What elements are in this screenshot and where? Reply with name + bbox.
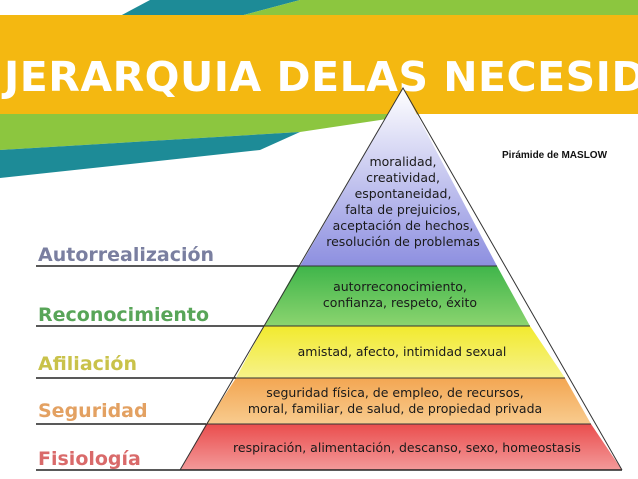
level-label-seguridad: Seguridad: [38, 400, 148, 422]
tier-line: resolución de problemas: [326, 234, 480, 249]
tier-fisiologia: [180, 424, 622, 470]
tier-line: autorreconocimiento,: [333, 279, 467, 294]
green-stripe-top: [240, 0, 638, 16]
pyramid-subtitle: Pirámide de MASLOW: [502, 150, 608, 161]
tier-text-fisiologia: respiración, alimentación, descanso, sex…: [202, 440, 612, 456]
tier-line: confianza, respeto, éxito: [322, 295, 478, 310]
page-title: JERARQUIA DELAS NECESIDADES: [4, 53, 638, 101]
teal-stripe-bottom: [0, 132, 300, 178]
tier-line: moral, familiar, de salud, de propiedad …: [247, 401, 543, 416]
tier-line: moralidad,: [369, 154, 437, 169]
tier-autorrealizacion: [300, 88, 497, 266]
pyramid-outline: [179, 87, 623, 471]
tier-text-autorrealizacion: moralidad, creatividad, espontaneidad, f…: [298, 154, 508, 250]
tier-seguridad: [206, 378, 591, 424]
tier-line: respiración, alimentación, descanso, sex…: [233, 440, 581, 455]
tier-text-reconocimiento: autorreconocimiento, confianza, respeto,…: [280, 279, 520, 311]
level-label-fisiologia: Fisiología: [38, 448, 141, 470]
level-label-autorrealizacion: Autorrealización: [38, 244, 215, 266]
title-bar: JERARQUIA DELAS NECESIDADES: [0, 15, 638, 114]
tier-text-seguridad: seguridad física, de empleo, de recursos…: [210, 385, 580, 417]
tier-line: amistad, afecto, intimidad sexual: [297, 344, 507, 359]
tier-line: creatividad,: [366, 170, 440, 185]
level-label-reconocimiento: Reconocimiento: [38, 304, 210, 326]
tier-text-afiliacion: amistad, afecto, intimidad sexual: [262, 344, 542, 360]
tier-reconocimiento: [264, 266, 530, 326]
tier-line: seguridad física, de empleo, de recursos…: [266, 385, 524, 400]
tier-line: aceptación de hechos,: [332, 218, 474, 233]
tier-line: espontaneidad,: [354, 186, 452, 201]
tier-line: falta de prejuicios,: [345, 202, 461, 217]
tier-afiliacion: [236, 326, 565, 378]
level-label-afiliacion: Afiliación: [38, 353, 137, 375]
green-stripe-bottom: [0, 114, 420, 150]
